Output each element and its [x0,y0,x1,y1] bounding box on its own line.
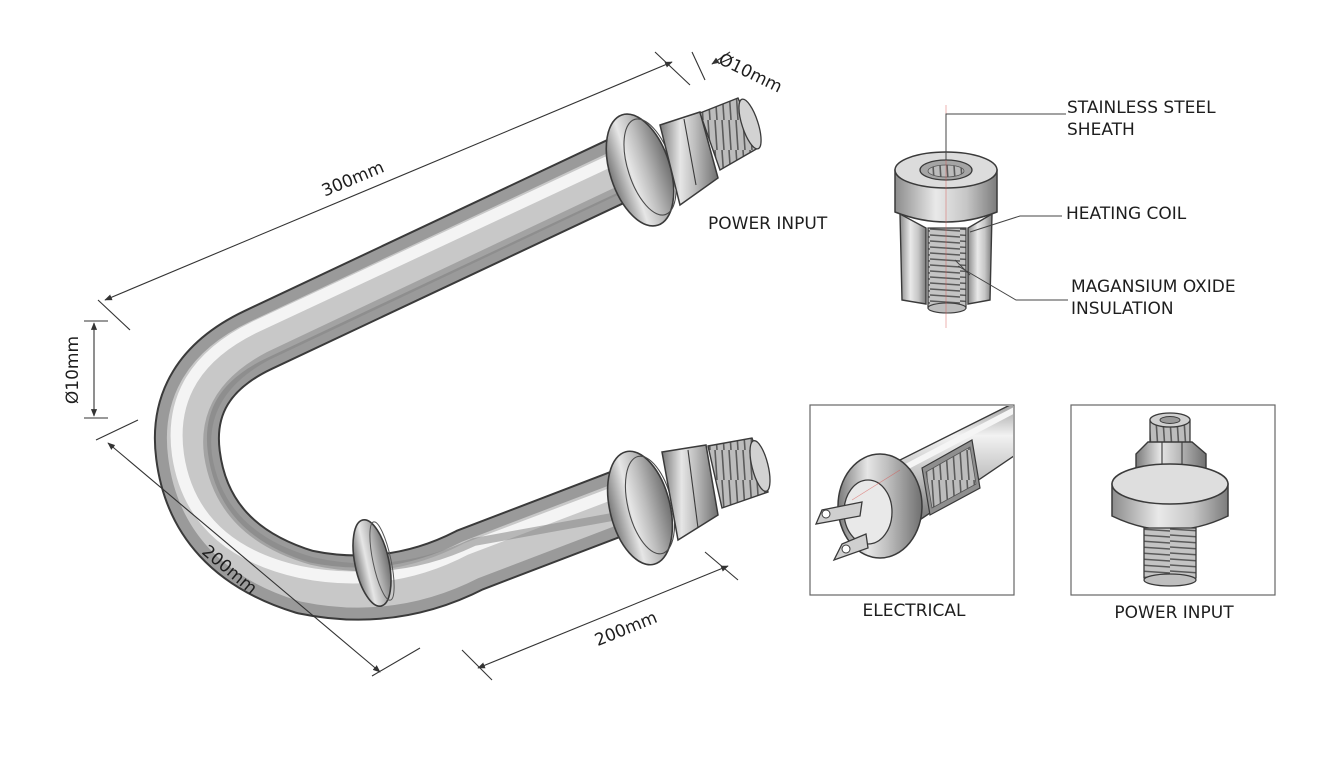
sheath-label-line2: SHEATH [1067,120,1135,140]
lower-terminal [606,437,771,566]
power-input-caption: POWER INPUT [1114,603,1234,623]
sheath-label-line1: STAINLESS STEEL [1067,98,1216,118]
heating-coil-label: HEATING COIL [1066,204,1187,224]
heating-coil-part [927,227,967,309]
electrical-detail [809,404,1015,596]
insulation-label-line1: MAGANSIUM OXIDE [1071,277,1236,297]
dim-200mm-bottom-text: 200mm [592,608,660,651]
insulation-label-line2: INSULATION [1071,299,1174,319]
dim-300mm-text: 300mm [319,157,387,201]
power-input-label: POWER INPUT [708,214,828,234]
dim-diameter-top-text: Ø10mm [715,50,785,98]
power-input-detail [1070,404,1276,596]
dimension-diameter-top: Ø10mm [691,50,785,98]
cross-section-detail [894,105,1068,328]
dimension-diameter-left: Ø10mm [63,320,108,419]
dim-diameter-left-text: Ø10mm [63,336,83,404]
electrical-caption: ELECTRICAL [862,601,966,621]
heater-element [153,97,771,621]
